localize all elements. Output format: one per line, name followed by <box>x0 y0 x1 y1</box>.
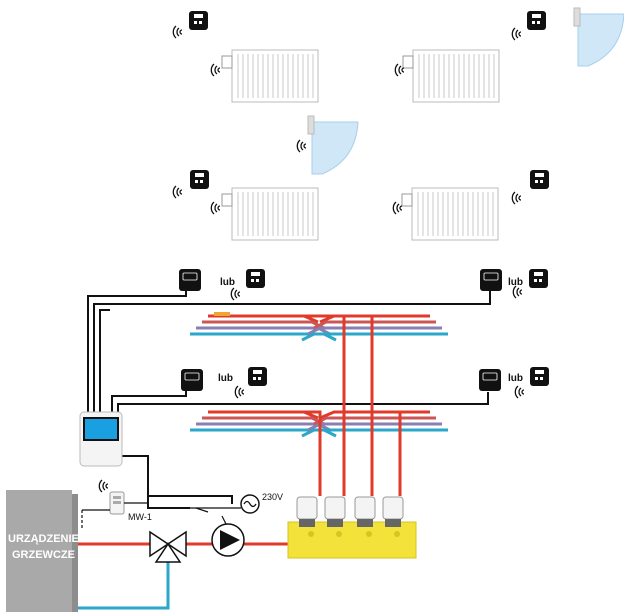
thermostat-icon <box>479 268 503 292</box>
wireless-signal-icon <box>511 191 522 205</box>
wireless-signal-icon <box>514 385 525 399</box>
control-wires <box>87 284 491 509</box>
thermostat-icon <box>246 269 265 288</box>
main-return-pipe <box>78 560 170 610</box>
valve-icon <box>149 530 187 563</box>
ac-source-icon <box>240 494 260 514</box>
wireless-signal-icon <box>392 201 403 215</box>
thermostat-icon <box>530 170 549 189</box>
window-icon <box>307 115 359 175</box>
thermostat-icon <box>530 367 549 386</box>
wire <box>195 507 227 525</box>
lub-label: lub <box>508 277 523 288</box>
radiator-icon <box>402 49 500 103</box>
pump-icon <box>211 523 245 557</box>
floor-loop <box>300 410 450 438</box>
thermostat-icon <box>180 368 204 392</box>
thermostat-icon <box>478 368 502 392</box>
thermostat-icon <box>189 11 208 30</box>
thermostat-icon <box>529 269 548 288</box>
wireless-signal-icon <box>511 27 522 41</box>
module-label: MW-1 <box>128 512 152 522</box>
wireless-signal-icon <box>172 185 183 199</box>
supply-pipes <box>280 314 430 496</box>
actuator-icon <box>354 496 376 528</box>
lub-label: lub <box>508 373 523 384</box>
wireless-signal-icon <box>296 139 307 153</box>
lub-label: lub <box>220 277 235 288</box>
radiator-icon <box>221 187 319 241</box>
boiler-icon <box>6 490 78 612</box>
thermostat-icon <box>248 367 267 386</box>
actuator-icon <box>296 496 318 528</box>
thermostat-icon <box>178 268 202 292</box>
boiler-label-line2: GRZEWCZE <box>12 549 75 561</box>
radiator-icon <box>401 187 499 241</box>
wireless-signal-icon <box>230 287 241 301</box>
wireless-signal-icon <box>210 63 221 77</box>
mw1-module-icon <box>98 479 125 515</box>
boiler-label-line1: URZĄDZENIE <box>8 533 79 545</box>
radiator-icon <box>221 49 319 103</box>
wireless-signal-icon <box>210 201 221 215</box>
manifold <box>287 521 417 559</box>
actuator-icon <box>324 496 346 528</box>
loop-marker <box>214 312 230 316</box>
controller-icon <box>79 411 123 467</box>
wireless-signal-icon <box>234 385 245 399</box>
floor-loop <box>300 314 450 342</box>
thermostat-icon <box>190 170 209 189</box>
actuator-icon <box>382 496 404 528</box>
thermostat-icon <box>527 11 546 30</box>
lub-label: lub <box>218 373 233 384</box>
wireless-signal-icon <box>172 25 183 39</box>
window-icon <box>573 7 624 67</box>
voltage-label: 230V <box>262 492 283 502</box>
